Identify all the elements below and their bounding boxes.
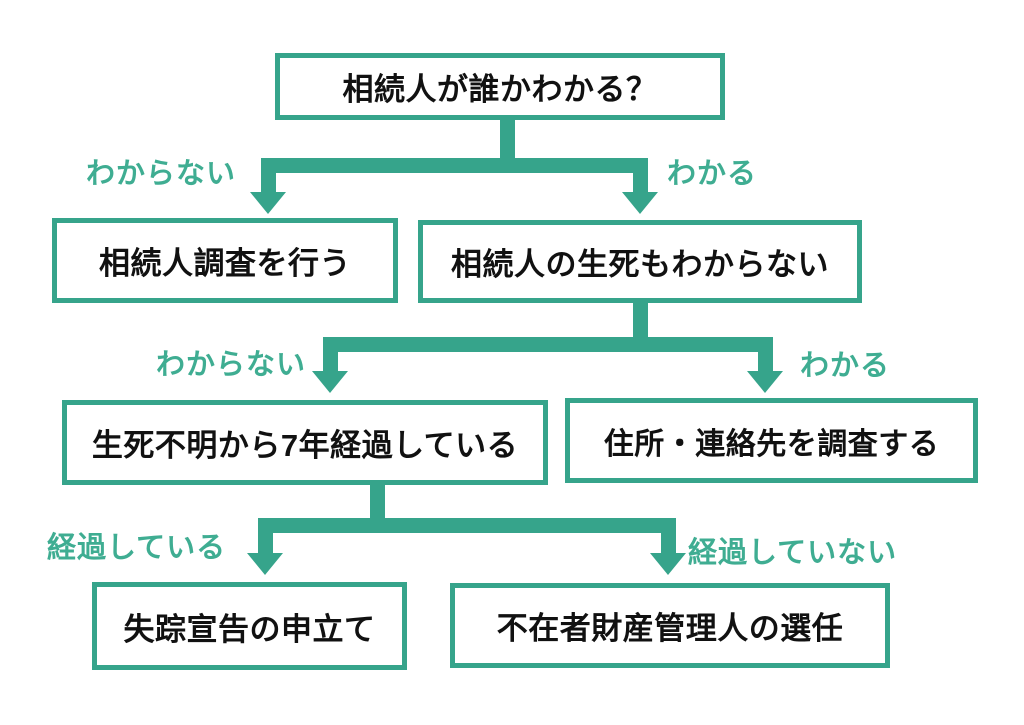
arrow-down-icon bbox=[250, 192, 286, 214]
node-seven-years-question: 生死不明から7年経過している bbox=[62, 400, 548, 485]
node-heir-known-question: 相続人が誰かわかる？ bbox=[275, 53, 725, 120]
edge-l1-bar bbox=[261, 158, 648, 173]
arrow-down-icon bbox=[247, 553, 283, 575]
edge-l3-left-drop bbox=[258, 533, 273, 554]
node-label: 不在者財産管理人の選任 bbox=[496, 611, 844, 646]
node-missing-declaration: 失踪宣告の申立て bbox=[92, 582, 407, 670]
node-heir-investigation: 相続人調査を行う bbox=[52, 218, 398, 303]
node-label: 相続人の生死もわからない bbox=[451, 247, 829, 282]
node-life-death-unknown: 相続人の生死もわからない bbox=[418, 220, 862, 303]
edge-l3-right-drop bbox=[661, 533, 676, 554]
arrow-down-icon bbox=[312, 371, 348, 393]
node-label: 生死不明から7年経過している bbox=[91, 428, 519, 463]
edge-label-not-elapsed: 経過していない bbox=[688, 537, 898, 569]
edge-label-elapsed: 経過している bbox=[47, 532, 227, 564]
node-label: 住所・連絡先を調査する bbox=[603, 427, 940, 461]
arrow-down-icon bbox=[650, 553, 686, 575]
edge-label-unknown-2: わからない bbox=[156, 349, 307, 381]
edge-l1-stem bbox=[500, 118, 515, 165]
node-label: 相続人調査を行う bbox=[99, 246, 351, 281]
node-absentee-manager: 不在者財産管理人の選任 bbox=[450, 583, 890, 668]
edge-l3-bar bbox=[258, 518, 676, 533]
arrow-down-icon bbox=[747, 371, 783, 393]
arrow-down-icon bbox=[622, 192, 658, 214]
edge-l2-right-drop bbox=[758, 352, 773, 372]
edge-label-known-1: わかる bbox=[667, 158, 758, 190]
node-investigate-address: 住所・連絡先を調査する bbox=[565, 398, 978, 483]
node-label: 相続人が誰かわかる？ bbox=[342, 72, 658, 107]
edge-l2-left-drop bbox=[323, 352, 338, 372]
edge-label-known-2: わかる bbox=[800, 350, 891, 382]
edge-label-unknown-1: わからない bbox=[86, 158, 237, 190]
edge-l2-bar bbox=[323, 337, 773, 352]
node-label: 失踪宣告の申立て bbox=[123, 611, 376, 647]
edge-l1-left-drop bbox=[261, 173, 276, 193]
edge-l1-right-drop bbox=[633, 173, 648, 193]
